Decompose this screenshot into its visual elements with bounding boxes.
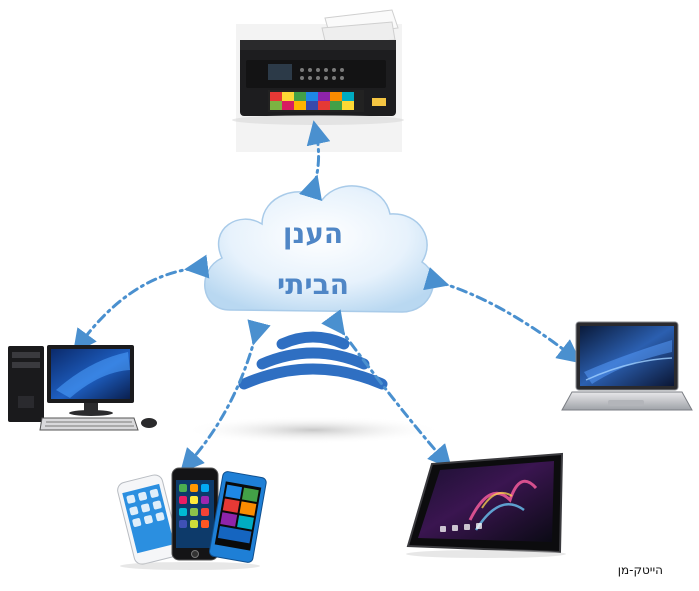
wifi-signal-icon bbox=[238, 331, 388, 390]
credit-label: הייטק-מן bbox=[617, 563, 663, 577]
smartphones-icon bbox=[117, 467, 267, 570]
printer-icon bbox=[232, 9, 404, 152]
tablet-icon bbox=[406, 452, 566, 558]
cloud-title-line2: הביתי bbox=[277, 268, 349, 301]
connection-arrows bbox=[72, 120, 582, 473]
arrow-desktop bbox=[72, 254, 210, 354]
arrow-phones bbox=[180, 319, 271, 473]
arrow-printer bbox=[299, 120, 331, 201]
laptop-icon bbox=[561, 321, 693, 411]
cloud-title-line1: הענן bbox=[283, 217, 343, 250]
arrow-laptop bbox=[423, 267, 582, 364]
home-cloud: הענן הביתי bbox=[204, 185, 434, 313]
floor-shadow bbox=[183, 416, 443, 444]
desktop-computer-icon bbox=[8, 345, 157, 431]
arrow-tablet bbox=[321, 309, 452, 470]
